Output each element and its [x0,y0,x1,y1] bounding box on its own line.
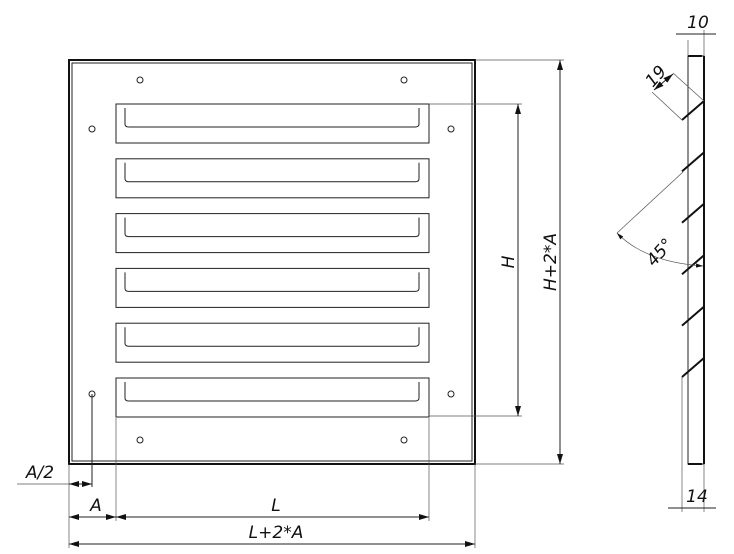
mounting-hole [447,125,455,133]
label-length: L [271,496,280,516]
outer-frame [68,59,476,465]
side-view: 10 14 19 45° [616,13,716,512]
label-margin: A [89,496,102,516]
side-plate [687,55,705,465]
mounting-hole [447,390,455,398]
label-h: H [499,255,519,268]
front-dimensions: H H+2*A A/2 A L L+2*A [17,59,564,548]
side-slat [681,254,705,275]
label-depth: 14 [686,487,708,507]
slat [115,322,430,363]
mounting-hole [88,125,96,133]
slat [115,267,430,308]
side-slat [681,203,705,224]
side-slat [681,357,705,378]
side-slat [681,151,705,173]
label-half-margin: A/2 [25,463,54,483]
label-overall-height: H+2*A [541,233,561,291]
slat [115,377,430,418]
mounting-hole [400,436,408,444]
label-overall-length: L+2*A [249,523,304,543]
mounting-holes [88,76,455,444]
slat [115,158,430,199]
label-angle: 45° [643,235,678,271]
inner-frame [71,62,473,462]
label-thickness: 10 [687,13,709,33]
mounting-hole [136,436,144,444]
front-view [68,59,476,465]
slat [115,213,430,254]
side-slat [681,100,705,121]
mounting-hole [400,76,408,84]
side-slats [681,100,705,378]
slats [115,103,430,418]
slat [115,103,430,144]
angle-arc [616,232,704,268]
dimension-slat-width [653,73,674,91]
side-slat [681,305,705,327]
label-slat-width: 19 [642,62,671,91]
mounting-hole [136,76,144,84]
